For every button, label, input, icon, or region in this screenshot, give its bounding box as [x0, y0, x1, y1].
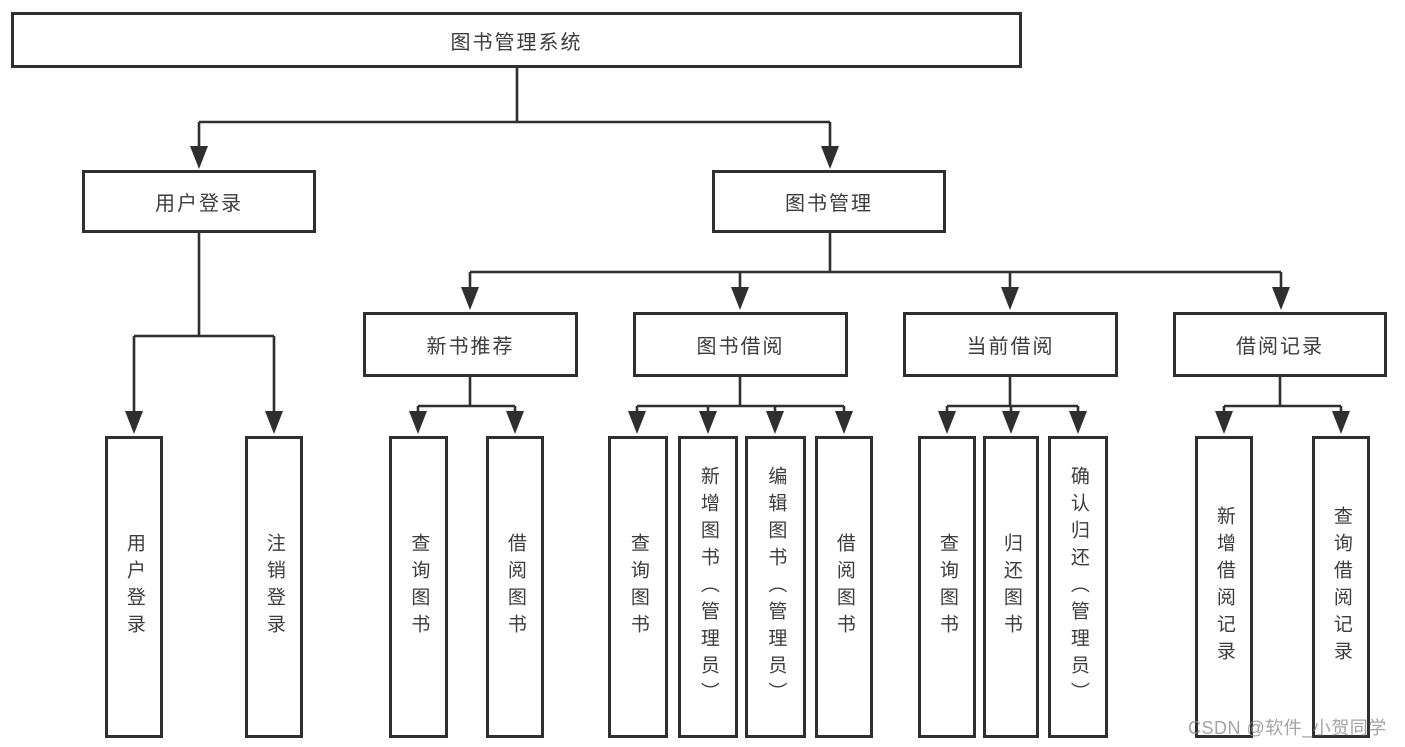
leaf-label: 查询借阅记录 [1330, 506, 1352, 668]
node-label: 图书管理 [785, 193, 873, 215]
leaf-label: 借阅图书 [504, 533, 526, 641]
leaf-borrow-books: 借阅图书 [815, 436, 873, 738]
leaf-label: 新增借阅记录 [1213, 506, 1235, 668]
leaf-borrow-books-recommend: 借阅图书 [486, 436, 544, 738]
node-new-book-recommendation: 新书推荐 [363, 312, 578, 377]
leaf-edit-books-admin: 编辑图书（管理员） [745, 436, 806, 738]
node-label: 新书推荐 [426, 336, 515, 358]
leaf-label: 借阅图书 [833, 533, 855, 641]
leaf-label: 查询图书 [627, 533, 649, 641]
node-label: 当前借阅 [966, 336, 1055, 358]
leaf-logout: 注销登录 [245, 436, 303, 738]
node-label: 图书借阅 [696, 336, 785, 358]
leaf-return-books: 归还图书 [983, 436, 1039, 738]
node-label: 借阅记录 [1236, 336, 1324, 358]
leaf-add-books-admin: 新增图书（管理员） [678, 436, 738, 738]
node-current-borrowing: 当前借阅 [903, 312, 1118, 377]
leaf-user-login: 用户登录 [105, 436, 163, 738]
leaf-query-borrow-record: 查询借阅记录 [1312, 436, 1370, 738]
leaf-label: 查询图书 [408, 533, 430, 641]
leaf-label: 新增图书（管理员） [697, 465, 719, 709]
leaf-label: 编辑图书（管理员） [765, 465, 787, 709]
node-book-management-system: 图书管理系统 [11, 12, 1022, 68]
leaf-confirm-return-admin: 确认归还（管理员） [1048, 436, 1108, 738]
node-borrowing-records: 借阅记录 [1173, 312, 1387, 377]
leaf-add-borrow-record: 新增借阅记录 [1195, 436, 1253, 738]
leaf-query-books-borrowing: 查询图书 [608, 436, 668, 738]
leaf-label: 归还图书 [1000, 533, 1022, 641]
leaf-query-books-recommend: 查询图书 [389, 436, 448, 738]
node-label: 用户登录 [155, 193, 243, 215]
leaf-label: 用户登录 [123, 533, 145, 641]
node-book-management: 图书管理 [712, 170, 946, 233]
node-book-borrowing: 图书借阅 [633, 312, 848, 377]
leaf-query-books-current: 查询图书 [918, 436, 976, 738]
leaf-label: 查询图书 [936, 533, 958, 641]
leaf-label: 确认归还（管理员） [1067, 465, 1089, 709]
node-label: 图书管理系统 [450, 31, 583, 54]
watermark: CSDN @软件_小贺同学 [1188, 718, 1387, 738]
node-user-login: 用户登录 [82, 170, 316, 233]
leaf-label: 注销登录 [263, 533, 285, 641]
